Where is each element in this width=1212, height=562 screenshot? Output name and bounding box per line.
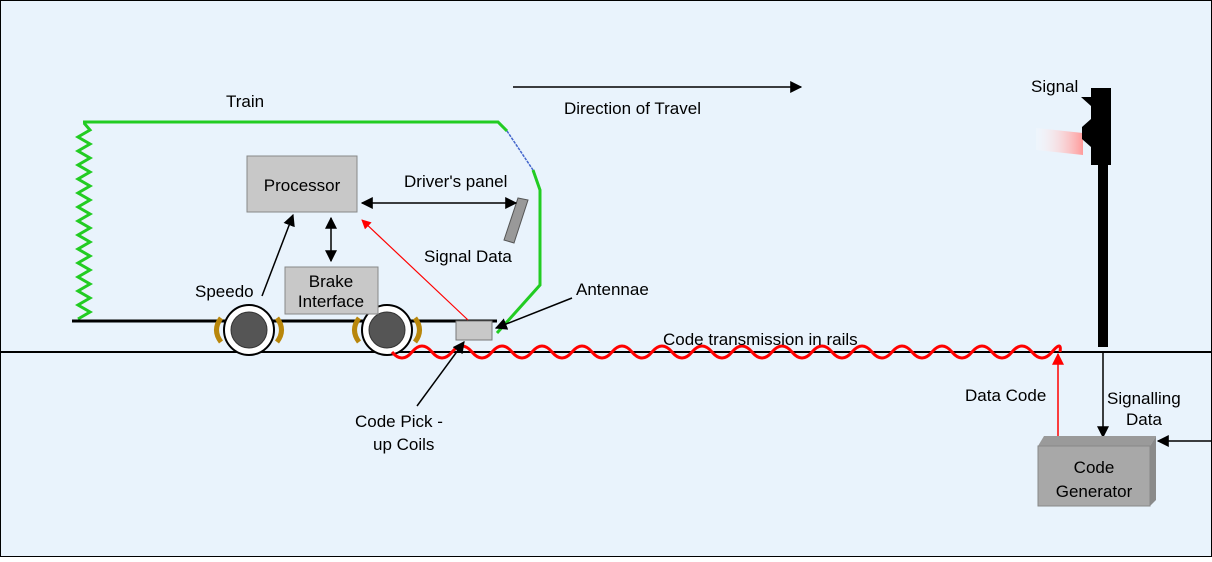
- generator-label-line1: Code: [1074, 458, 1115, 477]
- brake-label-line2: Interface: [298, 292, 364, 311]
- signalling-label-line2: Data: [1126, 410, 1162, 429]
- brake-interface-box: [284, 266, 379, 315]
- pickup-coils-arrow: [416, 341, 465, 407]
- brake-label-line1: Brake: [309, 272, 353, 291]
- signal-light-beam: [1036, 128, 1083, 155]
- signal-head: [1081, 88, 1111, 165]
- signal-data-label: Signal Data: [424, 247, 512, 266]
- drivers-panel-device: [503, 197, 529, 244]
- data-code-label: Data Code: [965, 386, 1046, 405]
- speedo-processor-arrow: [261, 213, 295, 297]
- train-nose: [495, 169, 542, 335]
- generator-label-line2: Generator: [1056, 482, 1133, 501]
- antennae-arrow: [494, 297, 573, 330]
- signal-label: Signal: [1031, 77, 1078, 96]
- train-rear-wavy-edge: [75, 122, 93, 321]
- wheel-rear: [352, 304, 422, 356]
- code-transmission-label: Code transmission in rails: [663, 330, 858, 349]
- speedo-label: Speedo: [195, 282, 254, 301]
- pickup-label-line2: up Coils: [373, 435, 434, 454]
- direction-label: Direction of Travel: [564, 99, 701, 118]
- wheel-speedo: [214, 304, 284, 356]
- antennae-label: Antennae: [576, 280, 649, 299]
- trackside-signal: Signal: [1031, 77, 1111, 347]
- code-generator-box: Code Generator: [1037, 436, 1156, 507]
- signal-post: [1098, 165, 1108, 347]
- signalling-label-line1: Signalling: [1107, 389, 1181, 408]
- train-roof: [83, 120, 509, 133]
- train-label: Train: [226, 92, 264, 111]
- drivers-panel-label: Driver's panel: [404, 172, 507, 191]
- processor-box: [246, 155, 358, 213]
- antenna-box: [455, 320, 493, 341]
- processor-label: Processor: [264, 176, 341, 195]
- signal-data-arrow: [361, 219, 469, 321]
- train-body: [72, 120, 542, 335]
- pickup-label-line1: Code Pick -: [355, 412, 443, 431]
- code-transmission-wave: [390, 344, 1062, 360]
